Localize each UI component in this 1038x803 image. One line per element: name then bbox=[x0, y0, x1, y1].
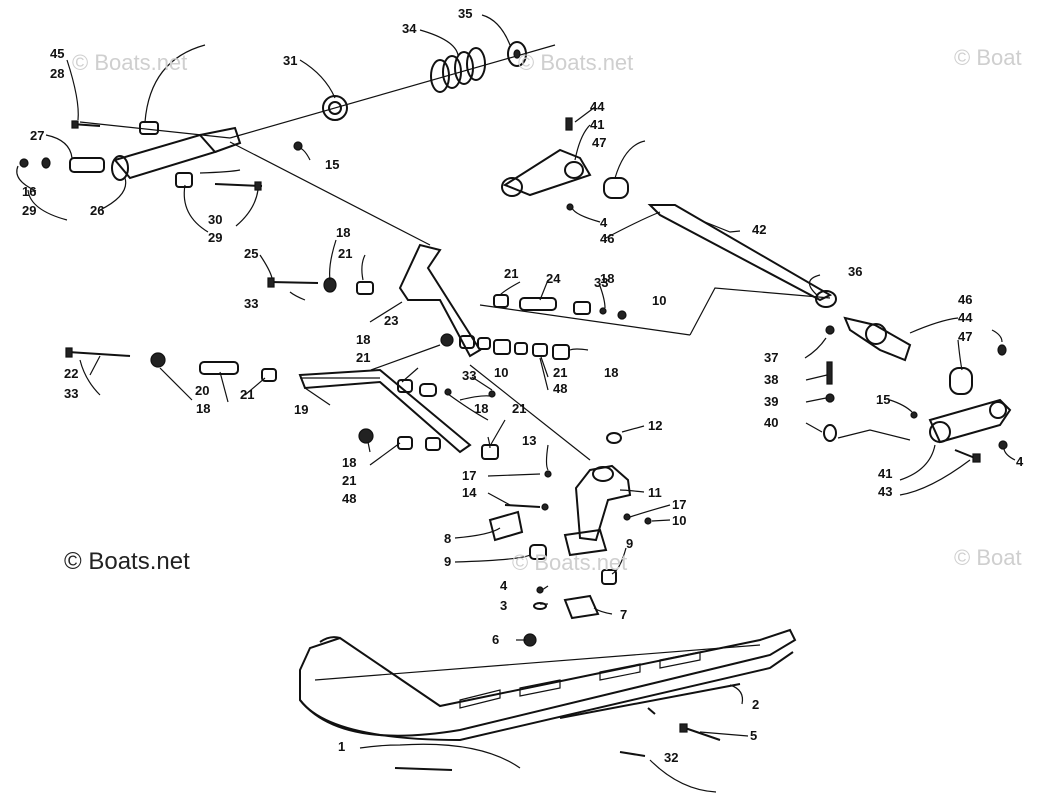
callout-21: 21 bbox=[338, 246, 352, 261]
callout-40: 40 bbox=[764, 415, 778, 430]
callout-33: 33 bbox=[64, 386, 78, 401]
ski bbox=[299, 628, 797, 771]
callout-32: 32 bbox=[664, 750, 678, 765]
callout-35: 35 bbox=[458, 6, 472, 21]
callout-20: 20 bbox=[195, 383, 209, 398]
callout-18: 18 bbox=[336, 225, 350, 240]
callout-34: 34 bbox=[402, 21, 417, 36]
shock-absorber bbox=[19, 41, 556, 246]
callout-43: 43 bbox=[878, 484, 892, 499]
callout-26: 26 bbox=[90, 203, 104, 218]
callout-11: 11 bbox=[648, 485, 662, 500]
callout-45: 45 bbox=[50, 46, 64, 61]
callout-21: 21 bbox=[356, 350, 370, 365]
callout-33: 33 bbox=[594, 275, 608, 290]
callout-38: 38 bbox=[764, 372, 778, 387]
watermark-middle-left: © Boats.net bbox=[64, 548, 190, 575]
callout-labels: 1 2 3 4 4 4 5 6 7 8 9 9 10 10 10 11 12 1… bbox=[22, 6, 1024, 765]
callout-41: 41 bbox=[878, 466, 892, 481]
callout-2: 2 bbox=[752, 697, 759, 712]
callout-17: 17 bbox=[462, 468, 476, 483]
callout-18: 18 bbox=[196, 401, 210, 416]
callout-25: 25 bbox=[244, 246, 258, 261]
callout-15: 15 bbox=[325, 157, 339, 172]
callout-21: 21 bbox=[240, 387, 254, 402]
callout-47: 47 bbox=[592, 135, 606, 150]
watermark-top-right: © Boat bbox=[954, 45, 1022, 70]
callout-21: 21 bbox=[342, 473, 356, 488]
callout-15: 15 bbox=[876, 392, 890, 407]
callout-12: 12 bbox=[648, 418, 662, 433]
callout-4: 4 bbox=[500, 578, 508, 593]
callout-30: 30 bbox=[208, 212, 222, 227]
callout-27: 27 bbox=[30, 128, 44, 143]
watermark-middle-right: © Boat bbox=[954, 545, 1022, 570]
callout-39: 39 bbox=[764, 394, 778, 409]
callout-44: 44 bbox=[958, 310, 973, 325]
callout-9: 9 bbox=[444, 554, 451, 569]
callout-33: 33 bbox=[244, 296, 258, 311]
callout-41: 41 bbox=[590, 117, 604, 132]
callout-18: 18 bbox=[356, 332, 370, 347]
callout-16: 16 bbox=[22, 184, 36, 199]
callout-13: 13 bbox=[522, 433, 536, 448]
callout-47: 47 bbox=[958, 329, 972, 344]
spindle bbox=[488, 432, 652, 647]
callout-14: 14 bbox=[462, 485, 477, 500]
callout-33: 33 bbox=[462, 368, 476, 383]
callout-21: 21 bbox=[512, 401, 526, 416]
callout-8: 8 bbox=[444, 531, 451, 546]
callout-4: 4 bbox=[1016, 454, 1024, 469]
callout-18: 18 bbox=[342, 455, 356, 470]
callout-24: 24 bbox=[546, 271, 561, 286]
callout-48: 48 bbox=[553, 381, 567, 396]
callout-46: 46 bbox=[600, 231, 614, 246]
callout-21: 21 bbox=[553, 365, 567, 380]
callout-10: 10 bbox=[672, 513, 686, 528]
callout-37: 37 bbox=[764, 350, 778, 365]
callout-3: 3 bbox=[500, 598, 507, 613]
callout-4: 4 bbox=[600, 215, 608, 230]
callout-18: 18 bbox=[600, 271, 614, 286]
callout-36: 36 bbox=[848, 264, 862, 279]
callout-23: 23 bbox=[384, 313, 398, 328]
callout-42: 42 bbox=[752, 222, 766, 237]
watermark-middle-center: © Boats.net bbox=[512, 550, 628, 575]
callout-7: 7 bbox=[620, 607, 627, 622]
callout-17: 17 bbox=[672, 497, 686, 512]
callout-29: 29 bbox=[22, 203, 36, 218]
callout-48: 48 bbox=[342, 491, 356, 506]
callout-5: 5 bbox=[750, 728, 757, 743]
callout-29: 29 bbox=[208, 230, 222, 245]
callout-9: 9 bbox=[626, 536, 633, 551]
callout-21: 21 bbox=[504, 266, 518, 281]
callout-19: 19 bbox=[294, 402, 308, 417]
callout-31: 31 bbox=[283, 53, 297, 68]
callout-22: 22 bbox=[64, 366, 78, 381]
callout-10: 10 bbox=[494, 365, 508, 380]
callout-28: 28 bbox=[50, 66, 64, 81]
steering-linkage bbox=[501, 117, 1012, 463]
callout-46: 46 bbox=[958, 292, 972, 307]
a-arms bbox=[65, 243, 831, 461]
callout-1: 1 bbox=[338, 739, 345, 754]
watermark-top-center: © Boats.net bbox=[518, 50, 634, 75]
callout-18: 18 bbox=[474, 401, 488, 416]
callout-6: 6 bbox=[492, 632, 499, 647]
watermark-top-left: © Boats.net bbox=[72, 50, 188, 75]
callout-10: 10 bbox=[652, 293, 666, 308]
callout-18: 18 bbox=[604, 365, 618, 380]
leader-lines bbox=[16, 14, 1016, 793]
callout-44: 44 bbox=[590, 99, 605, 114]
